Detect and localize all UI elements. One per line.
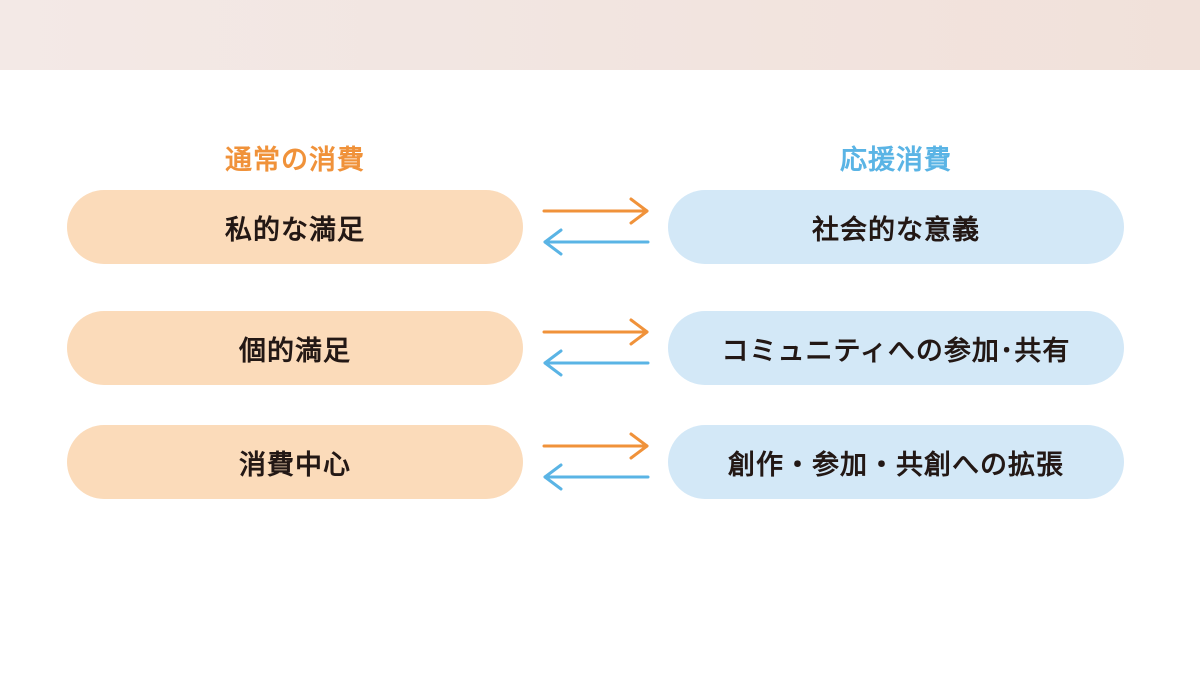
- arrow-right-icon: [542, 432, 649, 460]
- arrow-right-icon: [542, 318, 649, 346]
- normal-item-label: 私的な満足: [225, 214, 365, 246]
- normal-item-pill: 私的な満足: [67, 190, 523, 264]
- support-consumption-heading: 応援消費: [840, 145, 952, 176]
- support-item-label: 創作・参加・共創への拡張: [728, 449, 1064, 481]
- exchange-arrows: [542, 432, 650, 491]
- support-item-pill: 社会的な意義: [668, 190, 1124, 264]
- normal-item-pill: 個的満足: [67, 311, 523, 385]
- exchange-arrows: [542, 318, 650, 377]
- header-band: [0, 0, 1200, 70]
- normal-item-label: 消費中心: [239, 449, 351, 481]
- arrow-left-icon: [543, 349, 650, 377]
- exchange-arrows: [542, 197, 650, 256]
- arrow-right-icon: [542, 197, 649, 225]
- support-item-pill: 創作・参加・共創への拡張: [668, 425, 1124, 499]
- normal-item-pill: 消費中心: [67, 425, 523, 499]
- arrow-left-icon: [543, 463, 650, 491]
- support-item-pill: コミュニティへの参加･共有: [668, 311, 1124, 385]
- normal-consumption-heading: 通常の消費: [225, 145, 365, 176]
- support-item-label: コミュニティへの参加･共有: [721, 335, 1071, 367]
- arrow-left-icon: [543, 228, 650, 256]
- normal-item-label: 個的満足: [239, 335, 351, 367]
- support-item-label: 社会的な意義: [812, 214, 980, 246]
